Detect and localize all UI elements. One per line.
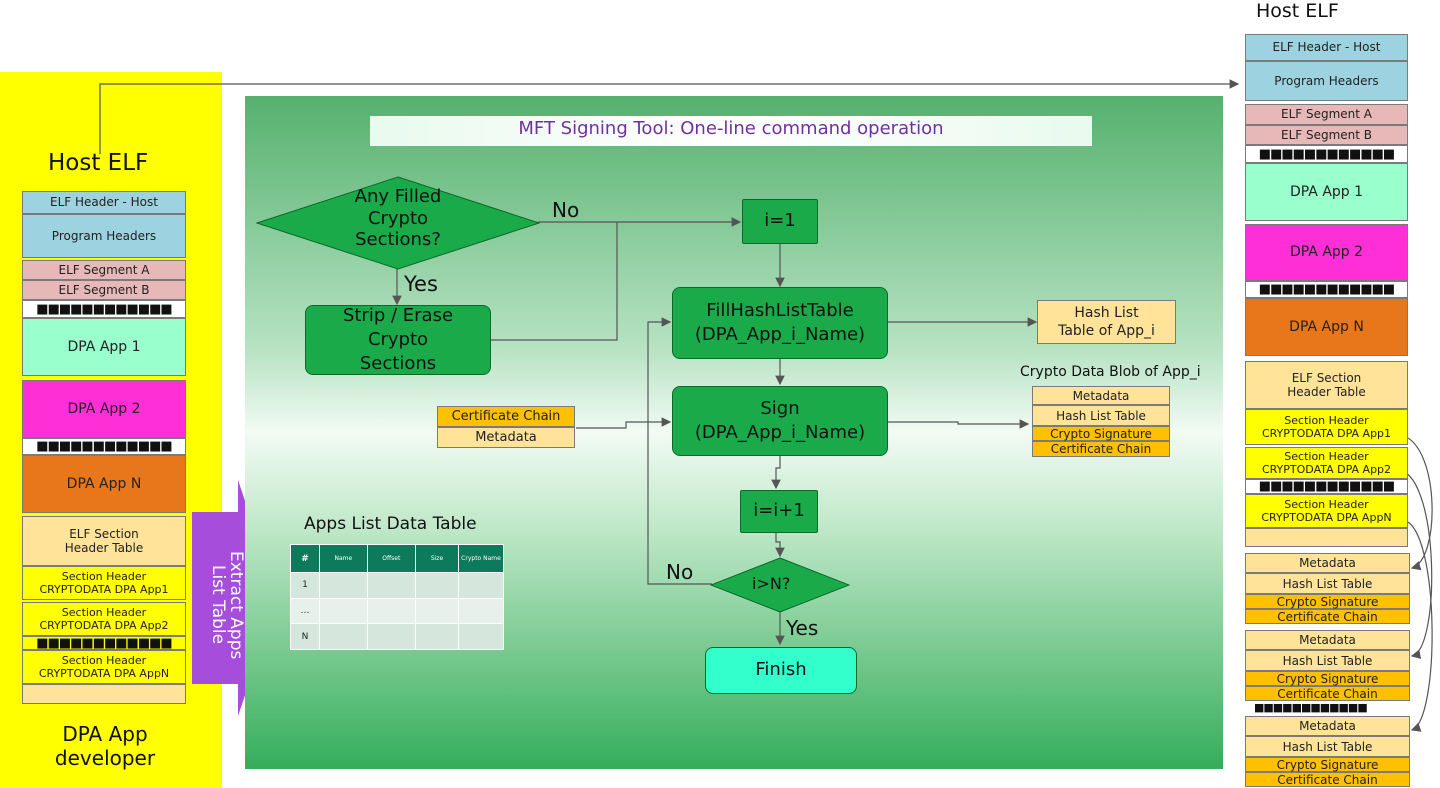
- extract-apps-label: Extract Apps List Table: [208, 550, 246, 660]
- right-section-header-table: ELF Section Header Table: [1245, 361, 1408, 409]
- left-host-elf-title: Host ELF: [48, 150, 149, 176]
- crypto-blob-title: Crypto Data Blob of App_i: [1020, 364, 1201, 380]
- left-elf-header: ELF Header - Host: [22, 191, 186, 214]
- hash-list-output: Hash List Table of App_i: [1037, 300, 1176, 344]
- left-stack-footer: [22, 684, 186, 704]
- right-sh1-title: Section Header: [1284, 413, 1369, 427]
- decision2-no-label: No: [666, 560, 694, 584]
- right-blobn-hash: Hash List Table: [1245, 736, 1410, 757]
- decision-crypto-label: Any Filled Crypto Sections?: [354, 186, 442, 251]
- decision-i-gt-n-diamond: [710, 557, 850, 613]
- right-blob1-metadata: Metadata: [1245, 553, 1410, 573]
- left-dots-3: ■■■■■■■■■■■■: [22, 636, 186, 650]
- right-blobn-sig: Crypto Signature: [1245, 757, 1410, 772]
- right-shn-title: Section Header: [1284, 497, 1369, 511]
- finish-box: Finish: [705, 647, 857, 694]
- right-blob2-sig: Crypto Signature: [1245, 671, 1410, 686]
- apps-table-header: #: [290, 544, 320, 573]
- input-metadata: Metadata: [437, 427, 575, 448]
- left-dpa-app-1: DPA App 1: [22, 318, 186, 376]
- right-shn-sub: CRYPTODATA DPA AppN: [1261, 511, 1392, 524]
- right-blob1-sig: Crypto Signature: [1245, 594, 1410, 609]
- apps-table-row-index: 1: [290, 572, 320, 599]
- apps-list-table: # Name Offset Size Crypto Name 1 … N: [290, 544, 504, 650]
- right-sh2-sub: CRYPTODATA DPA App2: [1261, 463, 1392, 476]
- right-blob-dots: ■■■■■■■■■■■■: [1254, 701, 1368, 714]
- left-segment-b: ELF Segment B: [22, 280, 186, 300]
- right-dots-1: ■■■■■■■■■■■■: [1245, 145, 1408, 163]
- apps-table-row-index: N: [290, 623, 320, 650]
- right-blob1-cert: Certificate Chain: [1245, 609, 1410, 624]
- right-blob1-hash: Hash List Table: [1245, 573, 1410, 594]
- left-section-header-table: ELF Section Header Table: [22, 516, 186, 566]
- blob-hash-list: Hash List Table: [1032, 405, 1170, 426]
- increment-box: i=i+1: [740, 490, 818, 533]
- left-dots-1: ■■■■■■■■■■■■: [22, 300, 186, 318]
- right-section-header-app1: Section Header CRYPTODATA DPA App1: [1245, 409, 1408, 445]
- left-sh1-sub: CRYPTODATA DPA App1: [39, 583, 169, 596]
- right-segment-b: ELF Segment B: [1245, 125, 1408, 145]
- input-cert-chain: Certificate Chain: [437, 406, 575, 427]
- right-blob2-hash: Hash List Table: [1245, 650, 1410, 671]
- apps-table-row-index: …: [290, 597, 320, 625]
- blob-cert-chain: Certificate Chain: [1032, 441, 1170, 457]
- decision2-label: i>N?: [752, 574, 791, 593]
- right-section-header-appn: Section Header CRYPTODATA DPA AppN: [1245, 494, 1408, 528]
- decision1-no-label: No: [552, 198, 580, 222]
- right-section-header-app2: Section Header CRYPTODATA DPA App2: [1245, 447, 1408, 479]
- right-blobn-metadata: Metadata: [1245, 716, 1410, 736]
- sign-box: Sign (DPA_App_i_Name): [672, 386, 888, 456]
- developer-label: DPA App developer: [54, 722, 156, 770]
- flow-title-bar: [370, 116, 1092, 146]
- decision2-yes-label: Yes: [786, 616, 819, 640]
- decision1-yes-label: Yes: [404, 272, 438, 296]
- left-segment-a: ELF Segment A: [22, 260, 186, 280]
- right-dots-2: ■■■■■■■■■■■■: [1245, 281, 1408, 298]
- blob-metadata: Metadata: [1032, 386, 1170, 405]
- right-segment-a: ELF Segment A: [1245, 104, 1408, 125]
- left-section-header-app1: Section Header CRYPTODATA DPA App1: [22, 566, 186, 600]
- right-blobn-cert: Certificate Chain: [1245, 772, 1410, 787]
- left-dpa-app-2: DPA App 2: [22, 380, 186, 438]
- right-blob2-cert: Certificate Chain: [1245, 686, 1410, 701]
- right-blob2-metadata: Metadata: [1245, 630, 1410, 650]
- left-sh2-title: Section Header: [61, 605, 147, 619]
- apps-table-header: Offset: [366, 544, 417, 573]
- apps-table-header: Size: [415, 544, 459, 573]
- right-elf-header: ELF Header - Host: [1245, 34, 1408, 61]
- left-section-header-app2: Section Header CRYPTODATA DPA App2: [22, 602, 186, 636]
- right-host-elf-title: Host ELF: [1256, 0, 1339, 22]
- apps-table-header: Name: [319, 544, 368, 573]
- right-sh2-title: Section Header: [1284, 449, 1369, 463]
- apps-table-header: Crypto Name: [458, 544, 504, 573]
- fill-hash-list-box: FillHashListTable (DPA_App_i_Name): [672, 287, 888, 359]
- apps-table-title: Apps List Data Table: [304, 514, 477, 534]
- right-dpa-app-2: DPA App 2: [1245, 224, 1408, 281]
- right-dpa-app-1: DPA App 1: [1245, 163, 1408, 221]
- left-sh1-title: Section Header: [61, 569, 147, 583]
- left-dots-2: ■■■■■■■■■■■■: [22, 438, 186, 455]
- strip-erase-box: Strip / Erase Crypto Sections: [305, 305, 491, 375]
- right-sh1-sub: CRYPTODATA DPA App1: [1261, 427, 1392, 440]
- i-equals-1-box: i=1: [742, 199, 818, 244]
- right-dots-3: ■■■■■■■■■■■■: [1245, 479, 1408, 494]
- left-section-header-appn: Section Header CRYPTODATA DPA AppN: [22, 650, 186, 684]
- left-sh2-sub: CRYPTODATA DPA App2: [39, 619, 169, 632]
- left-program-headers: Program Headers: [22, 214, 186, 258]
- right-program-headers: Program Headers: [1245, 61, 1408, 101]
- left-shn-sub: CRYPTODATA DPA AppN: [38, 667, 170, 680]
- left-shn-title: Section Header: [61, 653, 147, 667]
- decision-crypto-diamond: [256, 176, 540, 270]
- left-dpa-app-n: DPA App N: [22, 455, 186, 513]
- right-stack-footer: [1245, 528, 1408, 547]
- blob-crypto-signature: Crypto Signature: [1032, 426, 1170, 441]
- right-dpa-app-n: DPA App N: [1245, 298, 1408, 356]
- flow-title: MFT Signing Tool: One-line command opera…: [518, 118, 944, 139]
